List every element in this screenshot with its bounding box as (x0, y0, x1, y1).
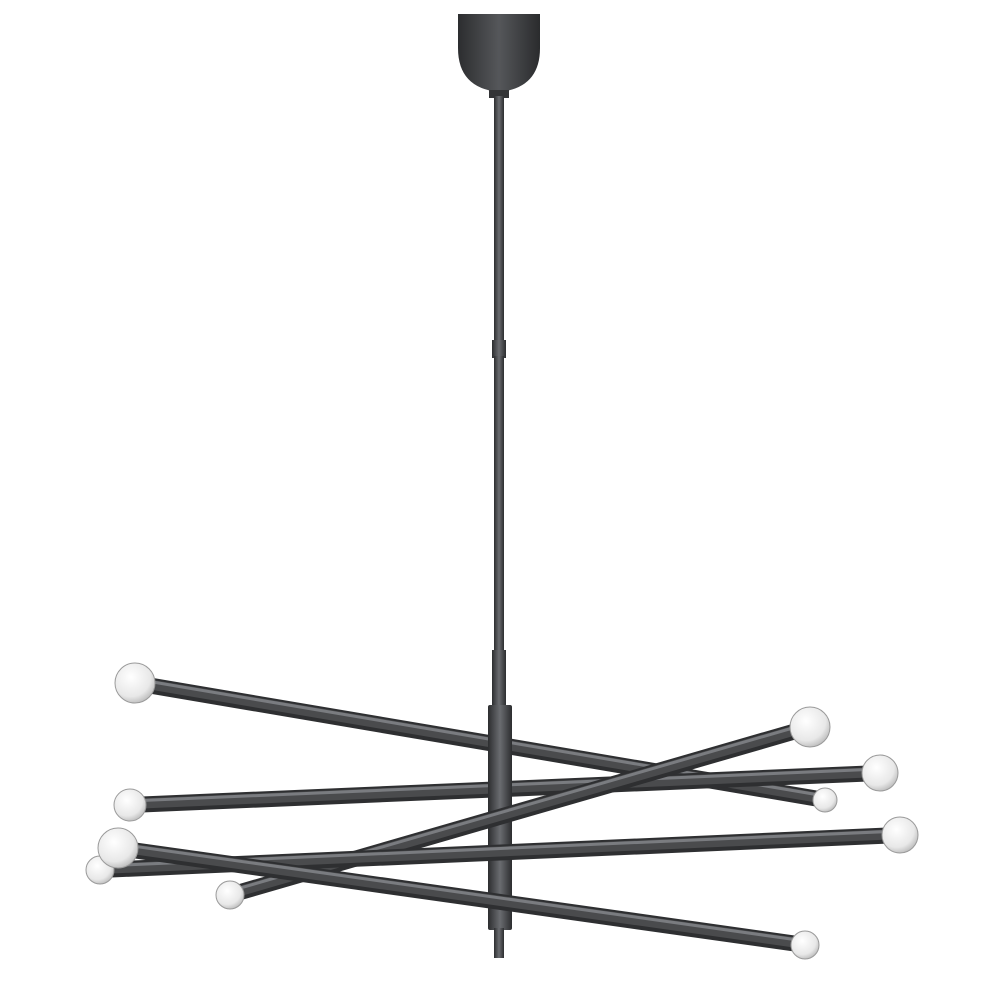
bulb (215, 880, 245, 910)
bulb (114, 662, 156, 704)
bulb (881, 816, 919, 854)
bulb (97, 827, 139, 869)
front-arms-group (85, 706, 919, 960)
stem-rod (492, 96, 506, 710)
canopy (458, 14, 540, 98)
central-hub (488, 705, 512, 958)
bulb (861, 754, 899, 792)
bulb (789, 706, 831, 748)
bulb (113, 788, 147, 822)
arm (97, 827, 820, 960)
bulb (812, 787, 838, 813)
bulb (790, 930, 820, 960)
